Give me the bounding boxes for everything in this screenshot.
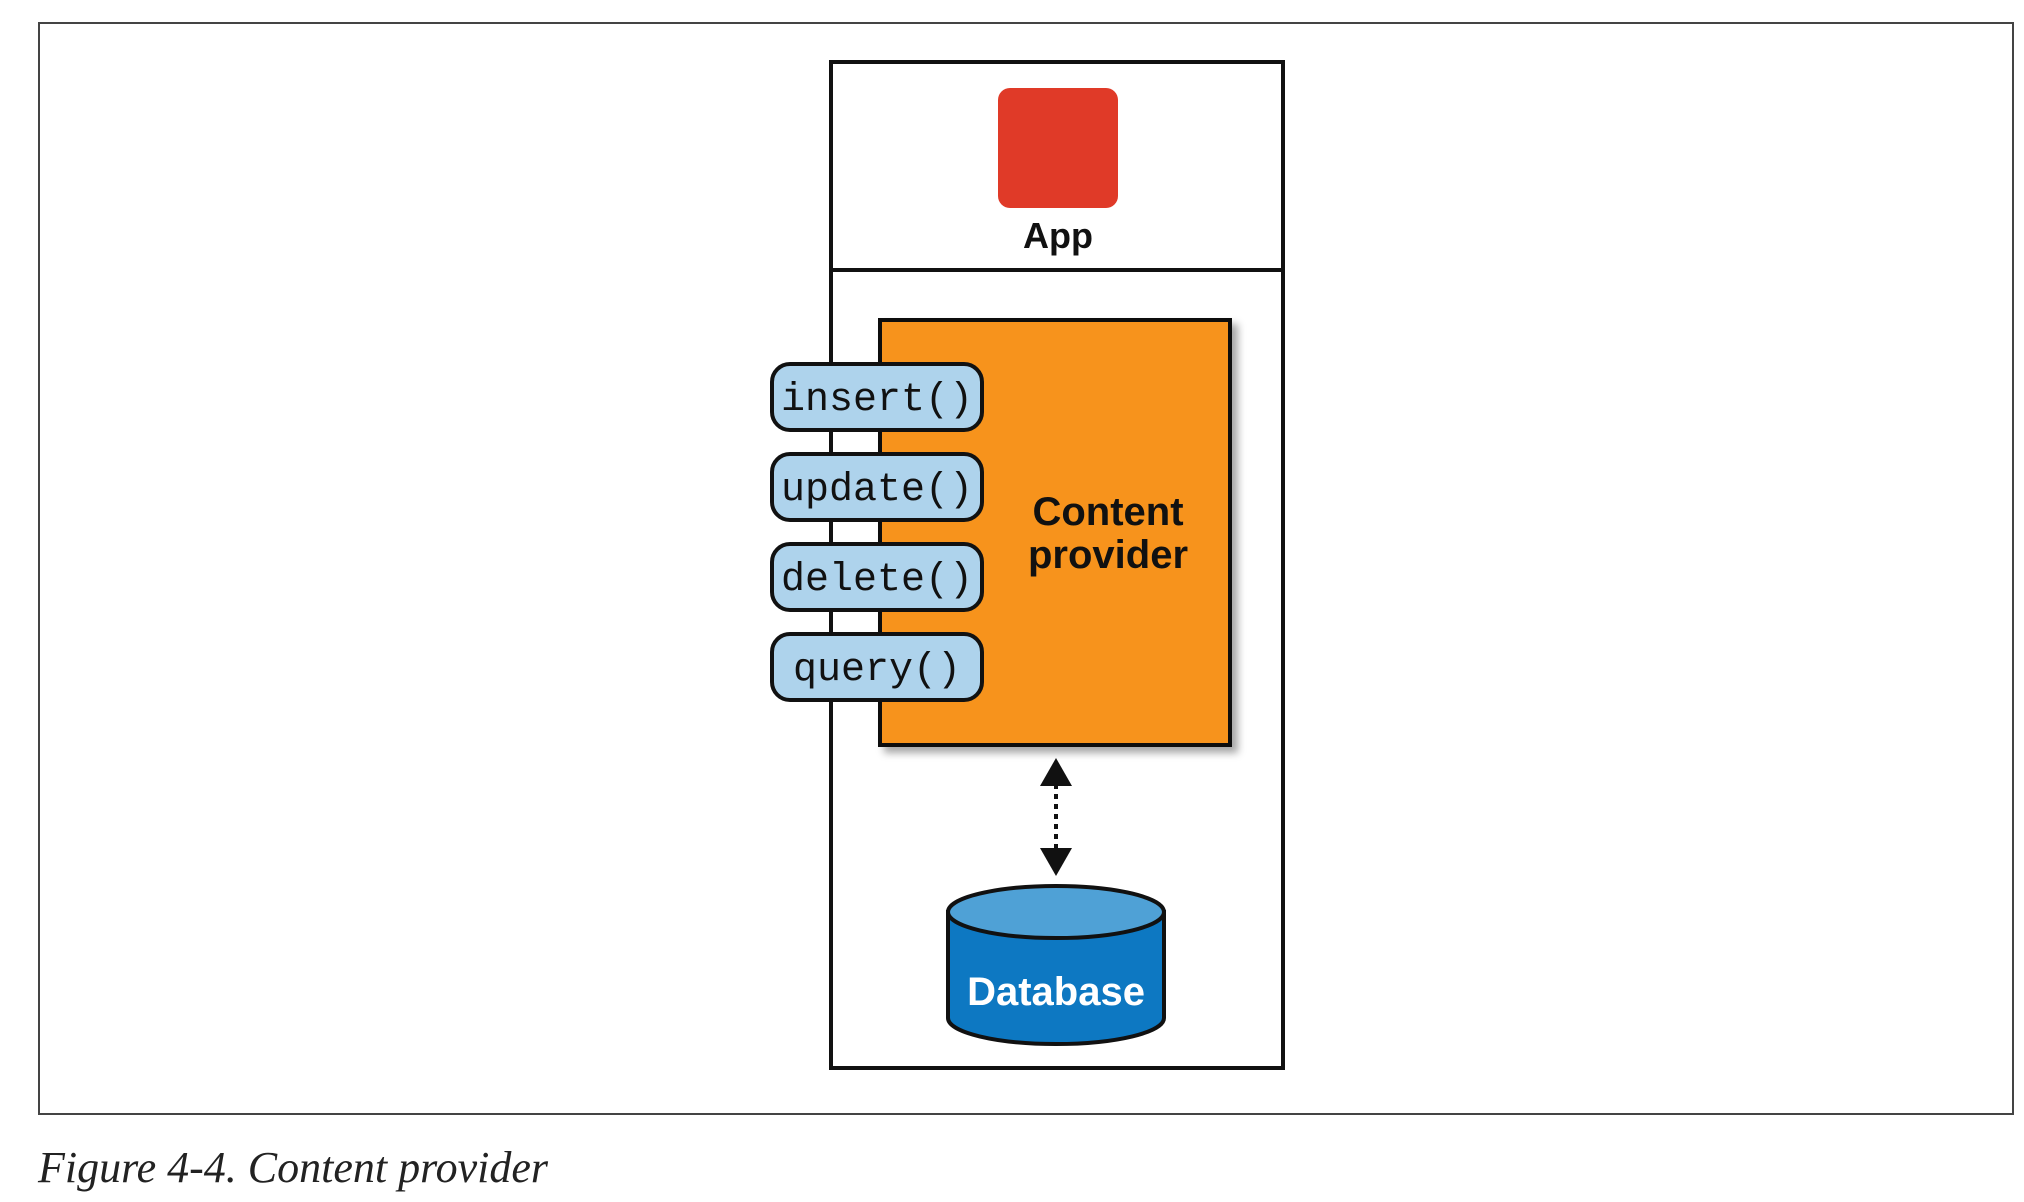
method-delete: delete() [770, 542, 984, 612]
method-insert: insert() [770, 362, 984, 432]
arrow-up-head [1040, 758, 1072, 786]
content-provider-label-line1: Content [1032, 490, 1183, 534]
method-query-label: query() [793, 648, 961, 693]
database-cylinder: Database [946, 884, 1166, 1046]
figure-caption: Figure 4-4. Content provider [38, 1143, 548, 1192]
app-label: App [1023, 215, 1093, 256]
method-delete-label: delete() [781, 558, 973, 603]
method-update: update() [770, 452, 984, 522]
bidirectional-arrow [1040, 758, 1072, 876]
method-insert-label: insert() [781, 378, 973, 423]
content-provider-label-line2: provider [1028, 533, 1188, 577]
arrow-down-head [1040, 848, 1072, 876]
database-label: Database [967, 970, 1145, 1014]
app-icon [998, 88, 1118, 208]
method-update-label: update() [781, 468, 973, 513]
method-query: query() [770, 632, 984, 702]
